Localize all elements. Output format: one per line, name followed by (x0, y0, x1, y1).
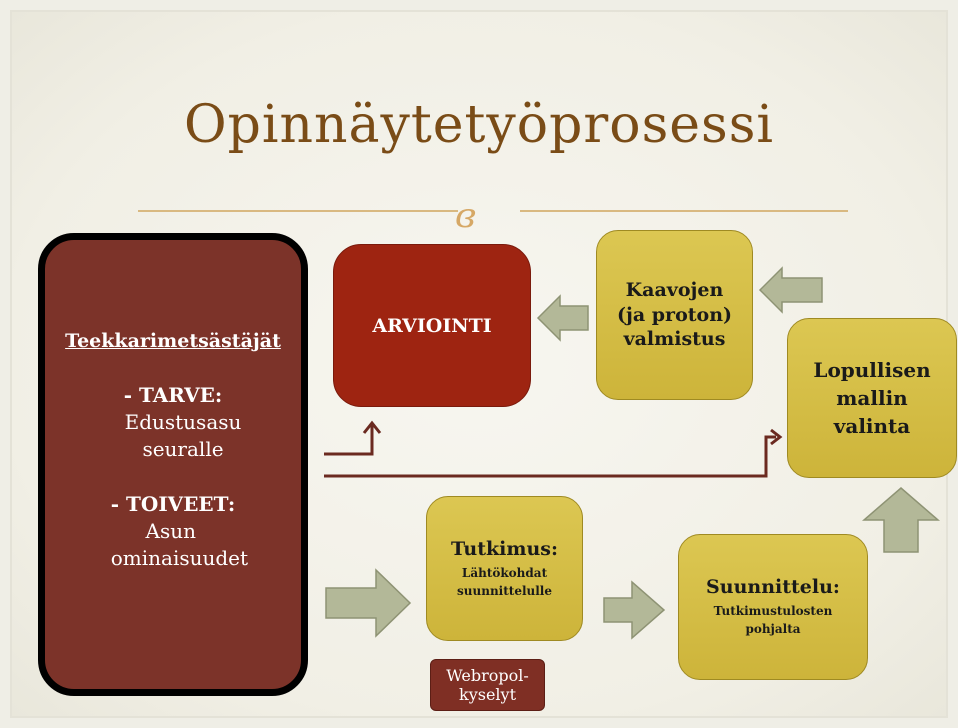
tutkimus-sub-2: suunnittelulle (457, 583, 552, 598)
need-label: - TARVE: (123, 383, 223, 408)
arrow-suunnittelu-to-lopullisen (861, 487, 941, 553)
webropol-line-2: kyselyt (459, 685, 516, 704)
title-rule-left (138, 210, 458, 212)
ornament-icon: ɞ (455, 196, 476, 236)
webropol-box: Webropol- kyselyt (430, 659, 545, 711)
lopullisen-line-1: Lopullisen (813, 358, 931, 382)
line-arrowhead-arviointi (362, 420, 382, 434)
client-heading: Teekkarimetsästäjät (65, 329, 281, 352)
arviointi-label: ARVIOINTI (372, 314, 492, 337)
lopullisen-line-3: valinta (833, 414, 911, 438)
arrow-client-to-tutkimus (325, 568, 412, 638)
kaavojen-valmistus-box: Kaavojen (ja proton) valmistus (596, 230, 753, 400)
kaavojen-line-2: (ja proton) (616, 303, 732, 326)
need-detail: Edustusasu seuralle (124, 410, 242, 462)
kaavojen-line-3: valmistus (623, 328, 726, 351)
lopullisen-mallin-valinta-box: Lopullisen mallin valinta (787, 318, 957, 478)
wishes-label: - TOIVEET: (110, 492, 236, 517)
teekkarimetsastajat-box: Teekkarimetsästäjät - TARVE: Edustusasu … (38, 233, 308, 696)
suunnittelu-sub-1: Tutkimustulosten (713, 604, 833, 618)
suunnittelu-box: Suunnittelu: Tutkimustulosten pohjalta (678, 534, 868, 680)
lopullisen-line-2: mallin (836, 386, 908, 410)
line-arrow-to-arviointi (324, 425, 374, 456)
line-arrow-to-lopullisen (324, 435, 776, 478)
arviointi-box: ARVIOINTI (333, 244, 531, 407)
title-rule-right (520, 210, 848, 212)
arrow-tutkimus-to-suunnittelu (603, 580, 666, 640)
suunnittelu-sub-2: pohjalta (745, 622, 801, 636)
suunnittelu-title: Suunnittelu: (706, 576, 840, 598)
wishes-item: - TOIVEET: Asun ominaisuudet (110, 491, 249, 572)
need-item: - TARVE: Edustusasu seuralle (93, 382, 253, 463)
line-arrowhead-lopullisen (770, 428, 783, 446)
tutkimus-sub-1: Lähtökohdat (461, 565, 548, 580)
wishes-detail: Asun ominaisuudet (110, 519, 249, 571)
tutkimus-box: Tutkimus: Lähtökohdat suunnittelulle (426, 496, 583, 641)
arrow-lopullisen-to-kaavojen (758, 266, 823, 314)
tutkimus-title: Tutkimus: (451, 537, 558, 560)
slide-title: Opinnäytetyöprosessi (183, 95, 775, 155)
webropol-line-1: Webropol- (446, 665, 529, 685)
arrow-kaavojen-to-arviointi (536, 294, 589, 342)
kaavojen-line-1: Kaavojen (625, 278, 724, 301)
